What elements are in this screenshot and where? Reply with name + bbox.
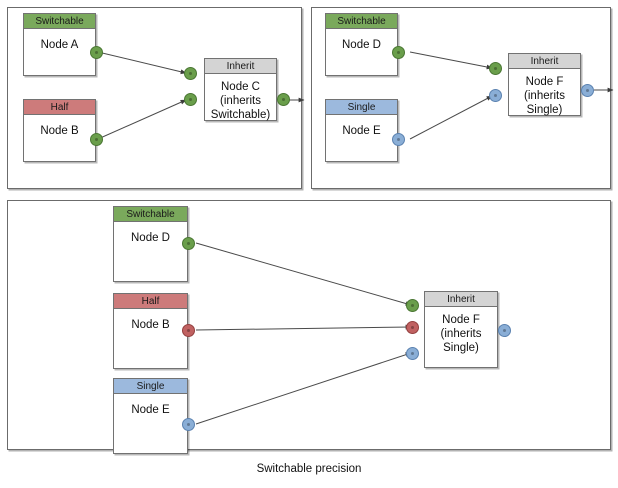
node-b-bottom-header: Half [114,294,187,309]
node-f-bottom-input-port-green[interactable] [406,299,419,312]
node-b-bottom-output-port[interactable] [182,324,195,337]
node-c[interactable]: Inherit Node C (inherits Switchable) [204,58,277,121]
node-d-bottom-body: Node D [131,232,170,244]
node-a-output-port[interactable] [90,46,103,59]
node-d-bottom-header: Switchable [114,207,187,222]
node-b-body: Node B [40,125,79,137]
node-f-bottom-output-port[interactable] [498,324,511,337]
node-f-bottom[interactable]: Inherit Node F (inherits Single) [424,291,498,368]
node-f-line2: (inherits [524,90,565,102]
node-f-bottom-line3: Single) [443,342,479,354]
node-f-line3: Single) [526,104,563,116]
node-c-line1: Node C [221,81,260,93]
node-e-bottom-output-port[interactable] [182,418,195,431]
node-d-bottom-output-port[interactable] [182,237,195,250]
node-f-body: Node F (inherits Single) [509,69,580,117]
node-a-body: Node A [40,39,79,51]
node-e-bottom-body: Node E [131,404,170,416]
node-e[interactable]: Single Node E [325,99,398,162]
node-d-header: Switchable [326,14,397,29]
node-f-input-port-2[interactable] [489,89,502,102]
node-f-input-port-1[interactable] [489,62,502,75]
node-e-header: Single [326,100,397,115]
node-e-bottom[interactable]: Single Node E [113,378,188,454]
node-c-input-port-1[interactable] [184,67,197,80]
node-c-header: Inherit [205,59,276,74]
node-b-output-port[interactable] [90,133,103,146]
node-d-body: Node D [342,39,381,51]
node-d[interactable]: Switchable Node D [325,13,398,76]
node-b-header: Half [24,100,95,115]
node-f-bottom-line1: Node F [442,314,480,326]
node-c-line3: Switchable) [210,109,271,121]
node-f[interactable]: Inherit Node F (inherits Single) [508,53,581,116]
node-e-output-port[interactable] [392,133,405,146]
node-b[interactable]: Half Node B [23,99,96,162]
node-f-bottom-header: Inherit [425,292,497,307]
node-f-bottom-body: Node F (inherits Single) [425,307,497,355]
diagram-caption: Switchable precision [256,463,362,475]
node-f-bottom-line2: (inherits [440,328,482,340]
node-f-output-port[interactable] [581,84,594,97]
node-d-bottom[interactable]: Switchable Node D [113,206,188,282]
node-a-header: Switchable [24,14,95,29]
node-c-input-port-2[interactable] [184,93,197,106]
node-e-body: Node E [342,125,381,137]
node-c-output-port[interactable] [277,93,290,106]
node-a[interactable]: Switchable Node A [23,13,96,76]
node-c-body: Node C (inherits Switchable) [205,74,276,122]
node-f-bottom-input-port-blue[interactable] [406,347,419,360]
node-b-bottom-body: Node B [131,319,170,331]
panel-bottom [7,200,611,450]
node-f-bottom-input-port-red[interactable] [406,321,419,334]
node-d-output-port[interactable] [392,46,405,59]
node-f-header: Inherit [509,54,580,69]
node-b-bottom[interactable]: Half Node B [113,293,188,369]
node-f-line1: Node F [525,76,564,88]
node-c-line2: (inherits [220,95,261,107]
node-e-bottom-header: Single [114,379,187,394]
